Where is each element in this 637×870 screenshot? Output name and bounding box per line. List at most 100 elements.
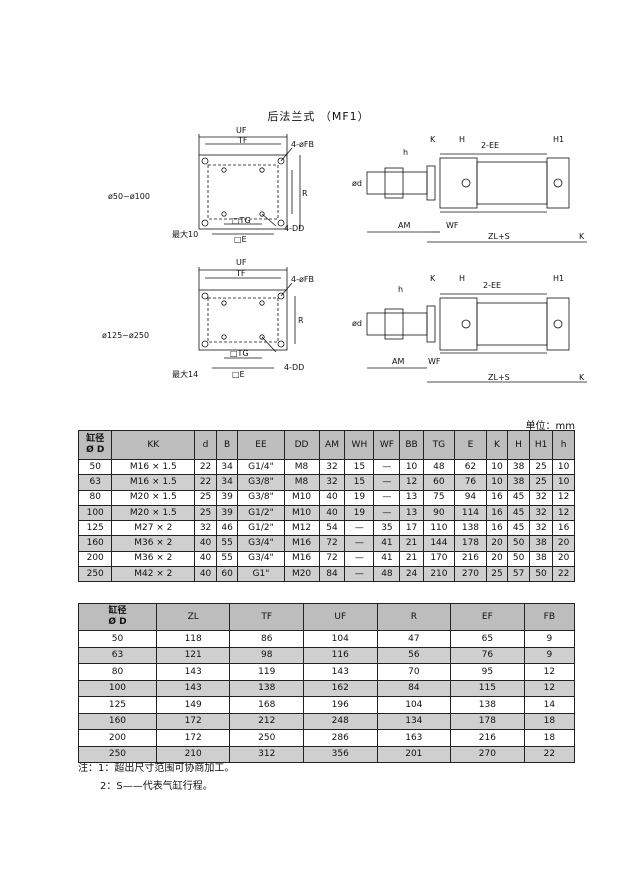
table1-cell: G1/2" bbox=[237, 520, 285, 537]
table1-header-cell: d bbox=[194, 430, 217, 460]
table1-cell: 45 bbox=[507, 504, 530, 522]
top-cylinder-head bbox=[439, 157, 478, 209]
table1-cell: 38 bbox=[507, 474, 530, 491]
table1-cell: 34 bbox=[215, 458, 239, 476]
table2-cell: 250 bbox=[78, 745, 157, 763]
table1-cell: 46 bbox=[215, 520, 239, 537]
table2-cell: 56 bbox=[376, 646, 452, 664]
table1-cell: 50 bbox=[77, 458, 113, 476]
table1-cell: M36 × 2 bbox=[111, 550, 196, 568]
table1-cell: M8 bbox=[283, 474, 320, 491]
label-fb-top: 4-øFB bbox=[291, 140, 314, 149]
table1-cell: 114 bbox=[454, 504, 487, 522]
table1-cell: 12 bbox=[552, 489, 575, 506]
table1-cell: 94 bbox=[454, 489, 487, 506]
table1-cell: 13 bbox=[399, 489, 424, 506]
table2-cell: 200 bbox=[78, 729, 157, 747]
table1-cell: 40 bbox=[194, 550, 217, 568]
table1-cell: 50 bbox=[528, 566, 554, 583]
table2-cell: 119 bbox=[229, 663, 304, 681]
table2-cell: 95 bbox=[450, 663, 525, 681]
table1-cell: 63 bbox=[77, 474, 113, 491]
table1-cell: 34 bbox=[215, 474, 239, 491]
label-e-bottom: □E bbox=[232, 370, 245, 379]
table1-cell: M12 bbox=[283, 520, 320, 537]
label-dd-bottom: 4-DD bbox=[284, 363, 304, 372]
table2-header-cell: UF bbox=[303, 603, 378, 631]
table1-header-cell: DD bbox=[283, 430, 320, 460]
label-h1-top: H1 bbox=[553, 135, 564, 144]
table1-header-cell: B bbox=[215, 430, 239, 460]
table1-cell: 32 bbox=[528, 504, 554, 522]
table2-cell: 162 bbox=[303, 679, 378, 697]
table1-cell: 20 bbox=[485, 535, 509, 552]
label-h-top: h bbox=[403, 148, 408, 157]
table1-cell: 21 bbox=[399, 550, 424, 568]
table1-cell: — bbox=[344, 566, 375, 583]
table2-cell: 76 bbox=[450, 646, 525, 664]
table1-cell: G1" bbox=[237, 566, 285, 583]
label-k-top: K bbox=[430, 135, 436, 144]
table1-cell: — bbox=[373, 458, 401, 476]
table1-cell: 72 bbox=[318, 550, 346, 568]
table2-cell: 12 bbox=[523, 663, 576, 681]
table1-cell: 210 bbox=[422, 566, 456, 583]
table2-cell: 312 bbox=[229, 745, 304, 763]
table1-cell: 10 bbox=[552, 458, 575, 476]
table1-cell: 35 bbox=[373, 520, 401, 537]
table1-cell: 16 bbox=[485, 504, 509, 522]
notes: 注：1：超出尺寸范围可协商加工。 2：S——代表气缸行程。 bbox=[78, 760, 234, 796]
table1-cell: 84 bbox=[318, 566, 346, 583]
label-tf-bottom: TF bbox=[235, 269, 246, 278]
table1-cell: 40 bbox=[194, 535, 217, 552]
table2-cell: 121 bbox=[155, 646, 231, 664]
table2-header-cell: R bbox=[376, 603, 452, 631]
note-2: 2：S——代表气缸行程。 bbox=[100, 781, 213, 792]
table2-header-cell: TF bbox=[229, 603, 304, 631]
table1-cell: 22 bbox=[194, 474, 217, 491]
table1-cell: 17 bbox=[399, 520, 424, 537]
table1-cell: M36 × 2 bbox=[111, 535, 196, 552]
table1-cell: 50 bbox=[507, 535, 530, 552]
table2-cell: 143 bbox=[155, 679, 231, 697]
table2-cell: 18 bbox=[523, 712, 576, 730]
table1-header-cell: E bbox=[454, 430, 487, 460]
label-zls-bottom: ZL+S bbox=[488, 373, 510, 382]
table2-cell: 98 bbox=[229, 646, 304, 664]
table1-cell: — bbox=[344, 520, 375, 537]
table1-cell: 25 bbox=[194, 504, 217, 522]
label-tg-top: □TG bbox=[232, 216, 251, 225]
table1-cell: — bbox=[344, 550, 375, 568]
table2-cell: 70 bbox=[376, 663, 452, 681]
page-title: 后法兰式 （MF1） bbox=[267, 110, 370, 123]
label-uf-top: UF bbox=[236, 126, 247, 135]
table2-cell: 210 bbox=[155, 745, 231, 763]
label-wf-bottom: WF bbox=[428, 357, 441, 366]
label-ee-bottom: 2-EE bbox=[483, 281, 501, 290]
table2-cell: 138 bbox=[229, 679, 304, 697]
table1-cell: 72 bbox=[318, 535, 346, 552]
table1-cell: 39 bbox=[215, 504, 239, 522]
table2-cell: 356 bbox=[303, 745, 378, 763]
table1-cell: 45 bbox=[507, 489, 530, 506]
table1-cell: 125 bbox=[77, 520, 113, 537]
table1-cell: 10 bbox=[399, 458, 424, 476]
table2-cell: 212 bbox=[229, 712, 304, 730]
table1-cell: 12 bbox=[399, 474, 424, 491]
table1-cell: 110 bbox=[422, 520, 456, 537]
table1-cell: 15 bbox=[344, 474, 375, 491]
table1-cell: 40 bbox=[318, 504, 346, 522]
table1-header-cell: WH bbox=[344, 430, 375, 460]
table1-cell: 12 bbox=[552, 504, 575, 522]
table1-cell: 38 bbox=[528, 550, 554, 568]
